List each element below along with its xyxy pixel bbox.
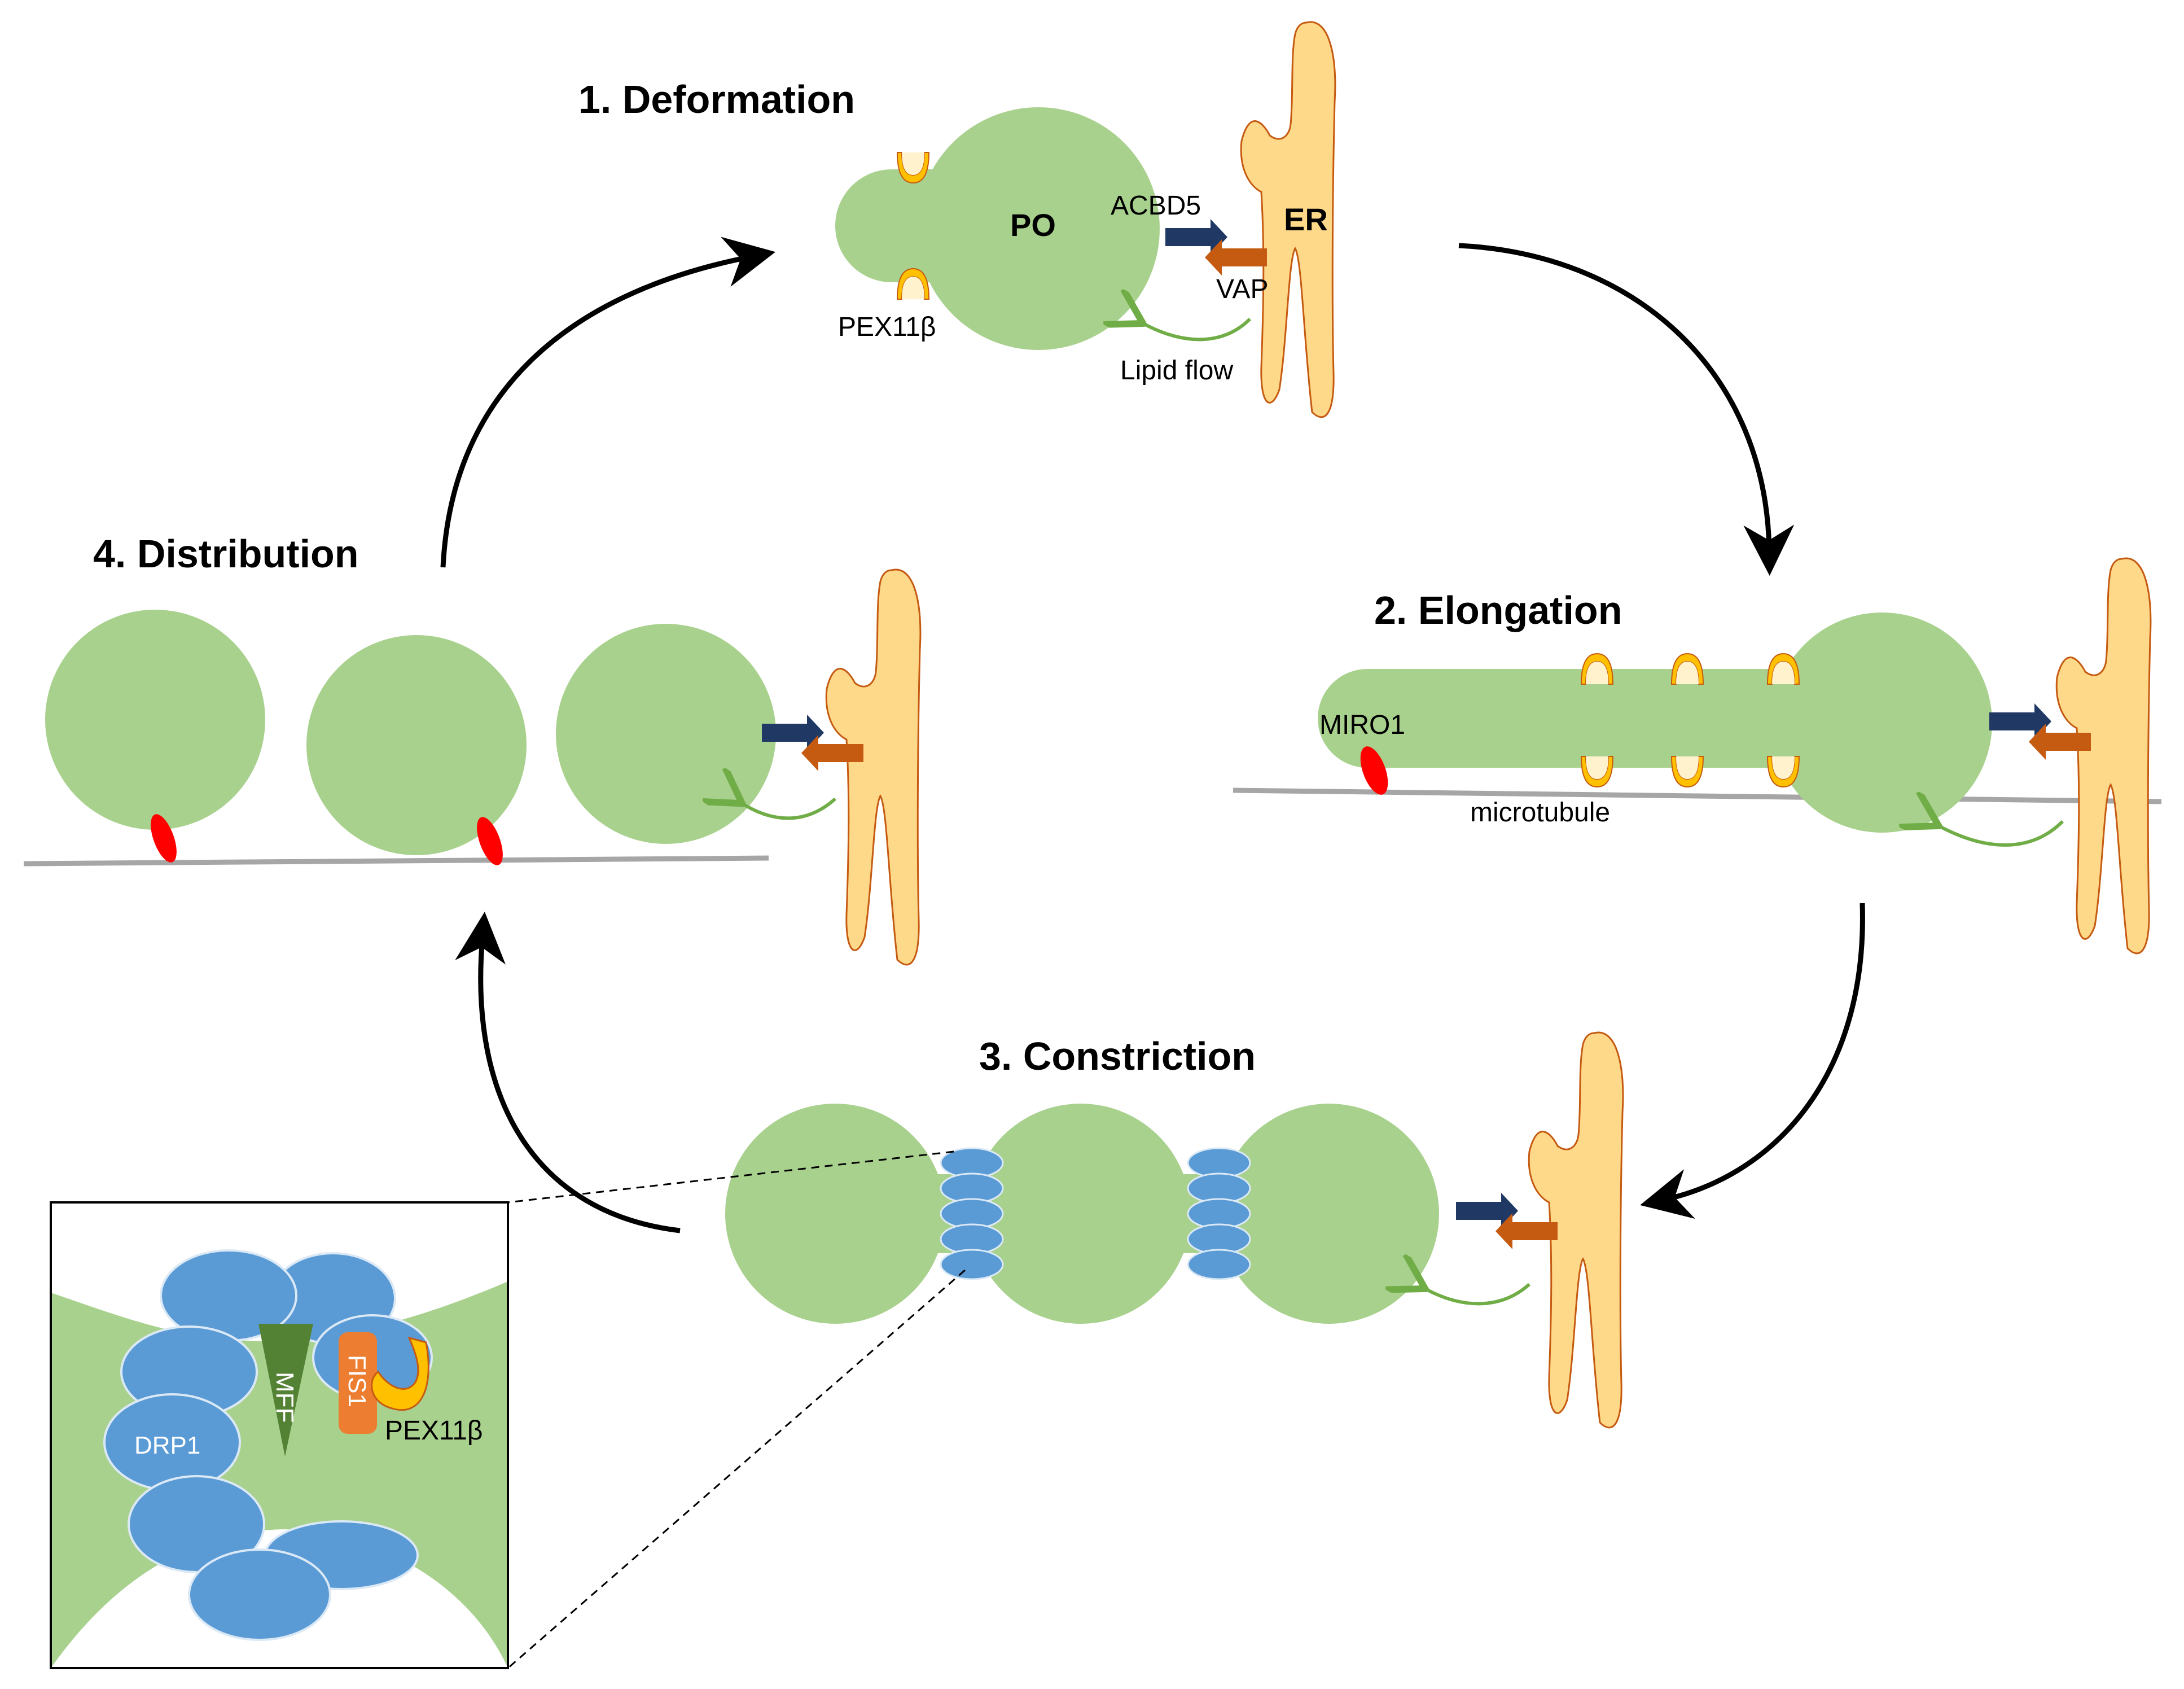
lipid-flow-arrow xyxy=(1422,1284,1531,1306)
miro1-label: MIRO1 xyxy=(1319,710,1405,740)
step-title-elongation: 2. Elongation xyxy=(1374,588,1622,632)
microtubule xyxy=(23,855,769,867)
peroxisome-segment xyxy=(971,1104,1191,1324)
peroxisome-segment xyxy=(725,1104,945,1324)
miro1-protein xyxy=(1360,746,1388,795)
pex11b-inset-label: PEX11β xyxy=(385,1416,483,1446)
inset-detail: MFF FIS1 DRP1 PEX11β xyxy=(50,1201,509,1669)
arrow-elongation-to-constriction xyxy=(1640,903,1865,1219)
distribution-stage: 4. Distribution xyxy=(23,532,922,966)
microtubule xyxy=(1233,787,2162,804)
pex11b-protein xyxy=(1671,756,1704,787)
inset-frame xyxy=(50,1201,509,1669)
pex11b-protein xyxy=(1581,756,1613,787)
mff-protein xyxy=(258,1324,313,1456)
lipid-flow-arrow xyxy=(1140,319,1252,342)
po-label: PO xyxy=(1010,207,1056,243)
peroxisome-daughter xyxy=(45,610,265,830)
lipid-flow-arrow xyxy=(739,799,837,820)
peroxisome-po xyxy=(917,107,1160,350)
arrow-constriction-to-distribution xyxy=(455,912,681,1233)
peroxisome-body xyxy=(1772,612,1992,833)
step-title-distribution: 4. Distribution xyxy=(93,532,359,576)
fis1-protein xyxy=(339,1332,377,1434)
pex11b-protein xyxy=(1581,653,1613,685)
endoplasmic-reticulum xyxy=(2055,557,2152,955)
peroxisome-tubule xyxy=(1318,669,1888,768)
constriction-stage: 3. Constriction xyxy=(725,1031,1624,1429)
peroxisome-segment xyxy=(1219,1104,1439,1324)
pex11b-protein xyxy=(1671,653,1704,685)
microtubule-label: microtubule xyxy=(1470,798,1610,828)
zoom-guide-line xyxy=(507,1150,954,1204)
elongation-stage: 2. Elongation MIRO1 microtubule xyxy=(1233,557,2162,955)
drp1-ring xyxy=(1187,1147,1251,1280)
peroxisome-daughter xyxy=(306,635,527,855)
peroxisome-daughter xyxy=(556,624,776,844)
acbd5-vap-tether xyxy=(1165,219,1267,275)
miro1-protein xyxy=(477,817,503,865)
drp1-oligomer xyxy=(103,1249,433,1641)
endoplasmic-reticulum xyxy=(825,568,922,966)
drp1-ring xyxy=(940,1147,1004,1280)
step-title-deformation: 1. Deformation xyxy=(578,77,855,121)
miro1-protein xyxy=(151,814,177,863)
drp1-label: DRP1 xyxy=(134,1432,200,1459)
deformation-stage: 1. Deformation PO ER ACBD5 VAP PEX11β Li… xyxy=(578,21,1336,418)
acbd5-label: ACBD5 xyxy=(1111,191,1201,221)
lipid-flow-label: Lipid flow xyxy=(1120,356,1233,386)
arrow-distribution-to-deformation xyxy=(440,237,776,568)
pex11b-label: PEX11β xyxy=(838,312,936,342)
er-label: ER xyxy=(1284,202,1328,237)
arrow-deformation-to-elongation xyxy=(1458,243,1795,576)
acbd5-vap-tether xyxy=(1456,1193,1558,1249)
zoom-guide-line xyxy=(507,1269,966,1669)
pex11b-protein xyxy=(371,1336,429,1411)
step-title-constriction: 3. Constriction xyxy=(979,1034,1256,1078)
mff-label: MFF xyxy=(271,1372,299,1423)
lipid-flow-arrow xyxy=(1936,821,2064,847)
vap-label: VAP xyxy=(1216,274,1268,304)
fis1-label: FIS1 xyxy=(343,1355,371,1407)
